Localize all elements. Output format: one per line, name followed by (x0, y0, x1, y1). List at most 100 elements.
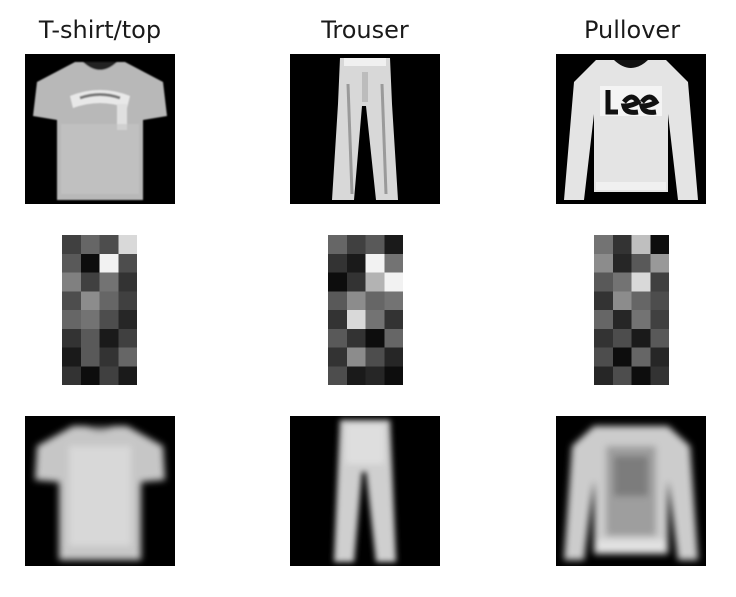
latent-cell (62, 310, 81, 329)
latent-cell (99, 291, 119, 310)
latent-cell (99, 310, 119, 329)
latent-cell (612, 366, 632, 385)
latent-cell (384, 291, 403, 310)
latent-cell (118, 253, 137, 273)
latent-cell (346, 235, 366, 254)
title-tshirt-top: T-shirt/top (38, 16, 162, 44)
latent-cell (328, 253, 347, 273)
latent-cell (80, 272, 100, 292)
latent-cell (99, 235, 119, 254)
latent-cell (594, 291, 613, 310)
latent-cell (80, 347, 100, 367)
latent-cell (80, 291, 100, 310)
latent-cell (612, 310, 632, 329)
latent-cell (612, 347, 632, 367)
latent-cell (612, 272, 632, 292)
latent-code-pullover (594, 235, 669, 385)
latent-cell (80, 235, 100, 254)
latent-cell (62, 272, 81, 292)
latent-cell (365, 328, 385, 348)
latent-cell (631, 328, 651, 348)
latent-cell (118, 291, 137, 310)
latent-cell (346, 347, 366, 367)
latent-cell (118, 328, 137, 348)
latent-cell (99, 366, 119, 385)
latent-cell (650, 235, 669, 254)
latent-cell (118, 347, 137, 367)
latent-cell (612, 253, 632, 273)
latent-cell (594, 253, 613, 273)
latent-cell (612, 235, 632, 254)
latent-cell (62, 253, 81, 273)
latent-cell (328, 328, 347, 348)
original-tshirt-top-image (25, 54, 175, 204)
latent-cell (365, 366, 385, 385)
latent-cell (384, 328, 403, 348)
latent-cell (650, 272, 669, 292)
latent-cell (328, 366, 347, 385)
reconstruction-trouser-image (290, 416, 440, 566)
latent-cell (328, 310, 347, 329)
latent-cell (650, 328, 669, 348)
latent-cell (118, 310, 137, 329)
latent-cell (384, 366, 403, 385)
latent-cell (62, 291, 81, 310)
original-trouser-image (290, 54, 440, 204)
latent-cell (631, 291, 651, 310)
reconstruction-pullover-image (556, 416, 706, 566)
latent-cell (650, 253, 669, 273)
latent-cell (594, 272, 613, 292)
latent-cell (365, 310, 385, 329)
latent-cell (594, 328, 613, 348)
latent-cell (346, 310, 366, 329)
latent-cell (118, 272, 137, 292)
latent-cell (384, 310, 403, 329)
latent-cell (346, 253, 366, 273)
latent-cell (650, 366, 669, 385)
latent-cell (346, 291, 366, 310)
latent-cell (99, 347, 119, 367)
latent-cell (594, 347, 613, 367)
title-trouser: Trouser (321, 16, 409, 44)
latent-cell (650, 347, 669, 367)
latent-cell (365, 272, 385, 292)
latent-cell (99, 272, 119, 292)
latent-cell (62, 366, 81, 385)
latent-cell (328, 291, 347, 310)
latent-cell (631, 272, 651, 292)
title-pullover: Pullover (583, 16, 681, 44)
latent-code-tshirt-top (62, 235, 137, 385)
latent-cell (346, 366, 366, 385)
latent-cell (80, 310, 100, 329)
latent-cell (328, 347, 347, 367)
latent-cell (650, 291, 669, 310)
latent-cell (62, 235, 81, 254)
latent-cell (328, 272, 347, 292)
latent-cell (384, 253, 403, 273)
latent-cell (384, 272, 403, 292)
latent-cell (80, 328, 100, 348)
latent-cell (118, 235, 137, 254)
latent-cell (631, 310, 651, 329)
latent-cell (631, 253, 651, 273)
latent-cell (365, 291, 385, 310)
latent-cell (99, 253, 119, 273)
latent-cell (594, 366, 613, 385)
latent-cell (80, 366, 100, 385)
latent-cell (365, 347, 385, 367)
original-pullover-image (556, 54, 706, 204)
latent-cell (328, 235, 347, 254)
latent-cell (346, 272, 366, 292)
latent-cell (631, 235, 651, 254)
latent-code-trouser (328, 235, 403, 385)
latent-cell (346, 328, 366, 348)
latent-cell (384, 235, 403, 254)
latent-cell (631, 366, 651, 385)
latent-cell (80, 253, 100, 273)
latent-cell (594, 310, 613, 329)
latent-cell (650, 310, 669, 329)
latent-cell (118, 366, 137, 385)
reconstruction-tshirt-top-image (25, 416, 175, 566)
latent-cell (612, 291, 632, 310)
latent-cell (62, 328, 81, 348)
